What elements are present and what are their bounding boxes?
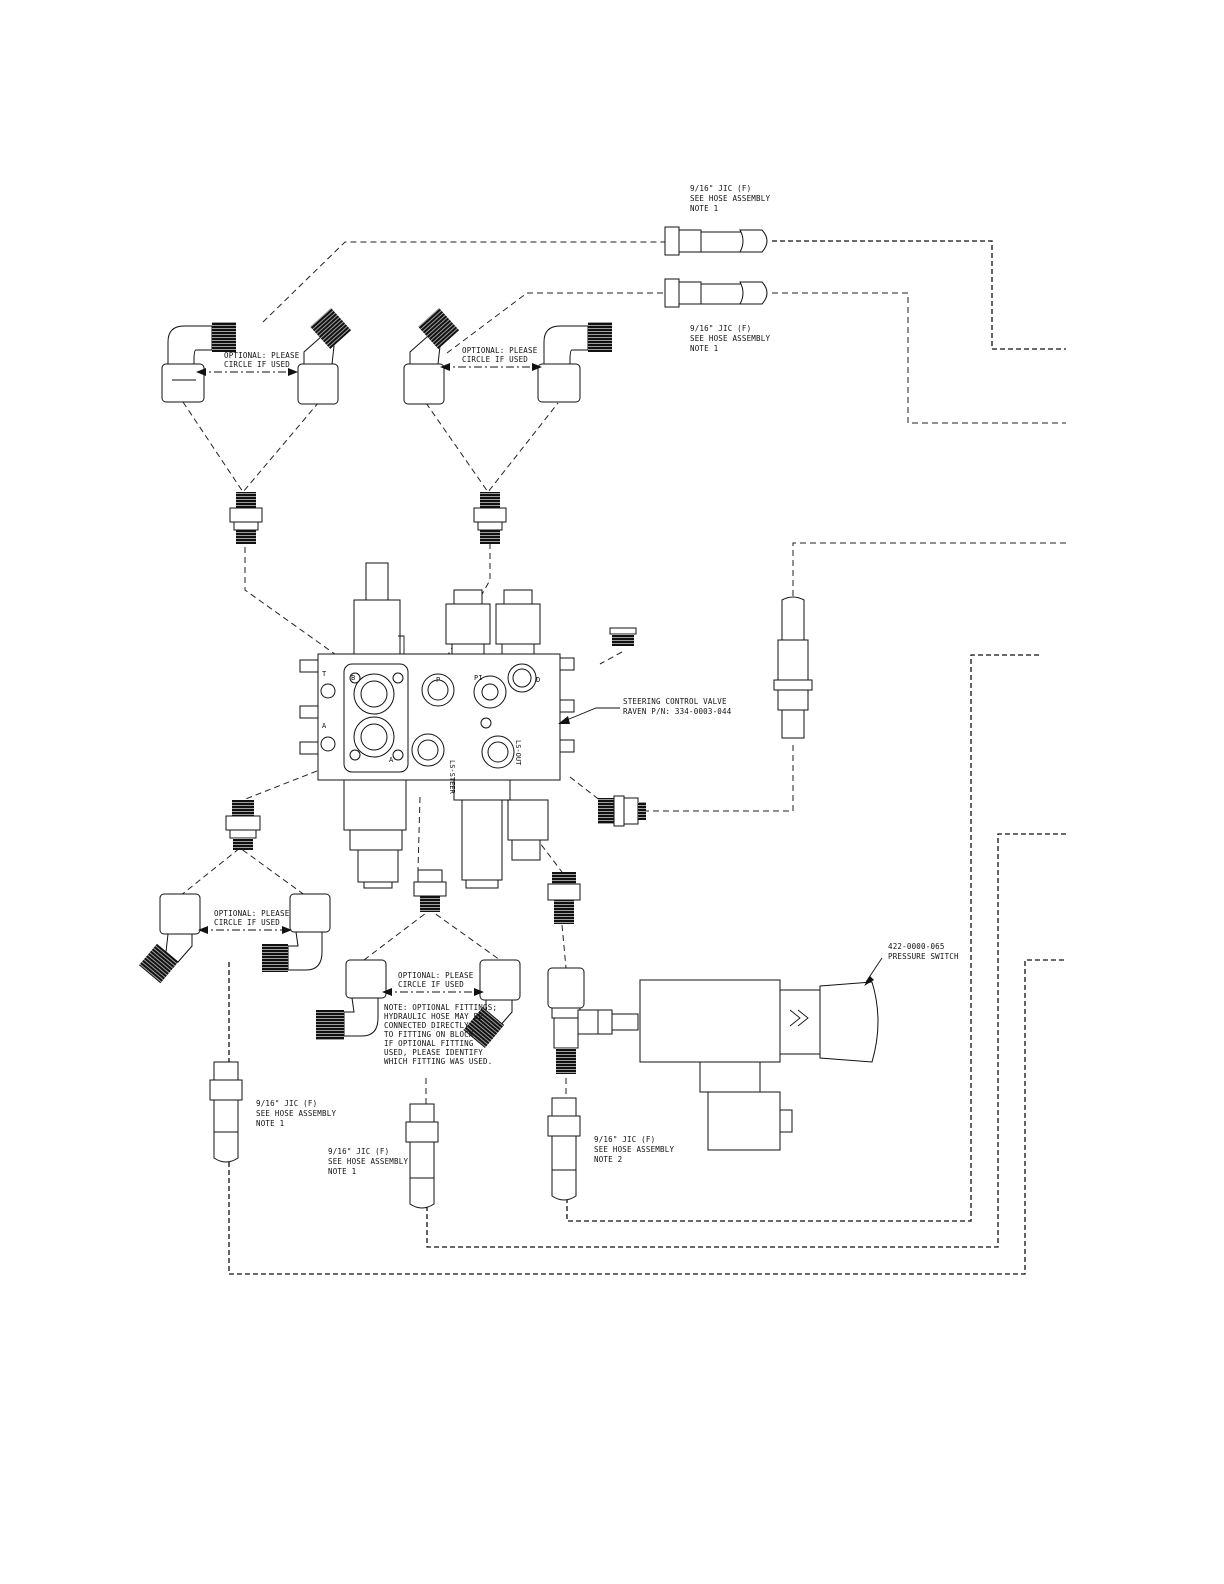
- plug-fitting: [609, 627, 637, 646]
- elbow-90-top-right: [537, 322, 612, 403]
- adapter-lower-right: [547, 872, 581, 924]
- label-note-fittings: NOTE: OPTIONAL FITTINGS; HYDRAULIC HOSE …: [384, 1003, 502, 1066]
- hose-end-top-2: [664, 278, 768, 308]
- adapter-top-right: [473, 492, 507, 544]
- port-ls-steer: LS-STEER: [448, 760, 456, 795]
- hose-end-lower-left: [209, 1061, 243, 1163]
- tee-fitting: [547, 967, 639, 1074]
- adapter-top-left: [229, 492, 263, 544]
- hose-end-top-1: [664, 226, 768, 256]
- port-a-left: A: [322, 722, 327, 730]
- label-steering-valve: STEERING CONTROL VALVE RAVEN P/N: 334-00…: [623, 697, 732, 716]
- port-a: A: [389, 756, 394, 764]
- label-jic-mid: 9/16" JIC (F) SEE HOSE ASSEMBLY NOTE 1: [328, 1147, 413, 1176]
- elbow-45-lower-center: [463, 959, 521, 1048]
- port-b: B: [351, 674, 355, 682]
- port-ls-out: LS-OUT: [514, 740, 522, 766]
- port-labels: T B A A P PI D LS-OUT LS-STEER: [322, 670, 540, 795]
- port-pi: PI: [474, 674, 482, 682]
- label-pressure-switch: 422-0000-065 PRESSURE SWITCH: [888, 942, 959, 961]
- elbow-45-lower-left: [138, 893, 201, 984]
- adapter-lower-left: [225, 800, 261, 850]
- hose-end-lower-right: [547, 1097, 581, 1201]
- port-p: P: [436, 676, 440, 684]
- steering-valve-callout: [558, 707, 620, 724]
- steering-control-valve: [299, 562, 575, 889]
- optional-arrow-top-right: [440, 363, 542, 371]
- label-jic-right: 9/16" JIC (F) SEE HOSE ASSEMBLY NOTE 2: [594, 1135, 679, 1164]
- elbow-45-top-left: [297, 307, 352, 405]
- label-jic-left: 9/16" JIC (F) SEE HOSE ASSEMBLY NOTE 1: [256, 1099, 341, 1128]
- adapter-lower-center: [413, 869, 447, 912]
- pressure-switch: [639, 957, 883, 1151]
- elbow-90-top-left: [161, 322, 236, 403]
- label-optional-1: OPTIONAL: PLEASE CIRCLE IF USED: [224, 351, 304, 369]
- label-optional-4: OPTIONAL: PLEASE CIRCLE IF USED: [398, 971, 478, 989]
- port-t: T: [322, 670, 327, 678]
- hose-end-lower-center: [405, 1103, 439, 1209]
- elbow-90-lower-left: [262, 893, 331, 972]
- adapter-ls-out: [598, 795, 646, 827]
- label-jic-top-2: 9/16" JIC (F) SEE HOSE ASSEMBLY NOTE 1: [690, 324, 775, 353]
- optional-arrow-lower-center: [382, 988, 484, 996]
- port-d: D: [536, 676, 540, 684]
- label-optional-3: OPTIONAL: PLEASE CIRCLE IF USED: [214, 909, 294, 927]
- optional-arrow-lower-left: [198, 926, 292, 934]
- optional-arrow-top-left: [196, 368, 298, 376]
- label-optional-2: OPTIONAL: PLEASE CIRCLE IF USED: [462, 346, 542, 364]
- label-jic-top-1: 9/16" JIC (F) SEE HOSE ASSEMBLY NOTE 1: [690, 184, 775, 213]
- elbow-90-lower-center: [316, 959, 387, 1040]
- elbow-45-top-right: [403, 307, 460, 405]
- hose-end-right-ls: [773, 596, 813, 739]
